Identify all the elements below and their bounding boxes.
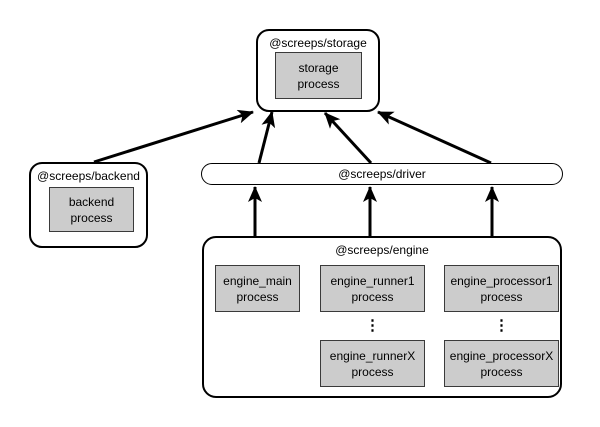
backend-package-box: @screeps/backend backend process: [29, 162, 148, 248]
runner-ellipsis: ⋮: [365, 317, 380, 334]
engine-runnerX-process-box: engine_runnerX process: [320, 340, 425, 387]
backend-package-label: @screeps/backend: [37, 169, 140, 183]
storage-process-box: storage process: [275, 52, 362, 99]
edge-driver-to-storage: [377, 110, 492, 165]
engine-processorX-process-label: engine_processorX process: [449, 348, 554, 379]
edge-backend-to-storage: [93, 109, 254, 164]
driver-package-box: @screeps/driver: [201, 163, 563, 185]
engine-processor1-process-label: engine_processor1 process: [450, 273, 553, 304]
edge-driver-to-storage: [257, 111, 276, 164]
engine-package-box: @screeps/engine engine_main process engi…: [202, 236, 562, 398]
engine-runnerX-process-label: engine_runnerX process: [329, 348, 416, 379]
engine-processorX-process-box: engine_processorX process: [444, 340, 559, 387]
processor-ellipsis: ⋮: [494, 317, 509, 334]
engine-processor1-process-box: engine_processor1 process: [444, 265, 559, 312]
backend-process-box: backend process: [49, 187, 134, 232]
storage-process-label: storage process: [297, 60, 340, 91]
driver-package-label: @screeps/driver: [338, 167, 426, 181]
engine-runner1-process-box: engine_runner1 process: [320, 265, 425, 312]
engine-runner1-process-label: engine_runner1 process: [330, 273, 415, 304]
storage-package-box: @screeps/storage storage process: [256, 29, 380, 112]
engine-main-process-box: engine_main process: [215, 265, 300, 312]
engine-main-process-label: engine_main process: [223, 273, 292, 304]
edge-driver-to-storage: [323, 111, 373, 165]
backend-process-label: backend process: [68, 194, 115, 225]
engine-package-label: @screeps/engine: [335, 243, 429, 257]
storage-package-label: @screeps/storage: [269, 36, 367, 50]
